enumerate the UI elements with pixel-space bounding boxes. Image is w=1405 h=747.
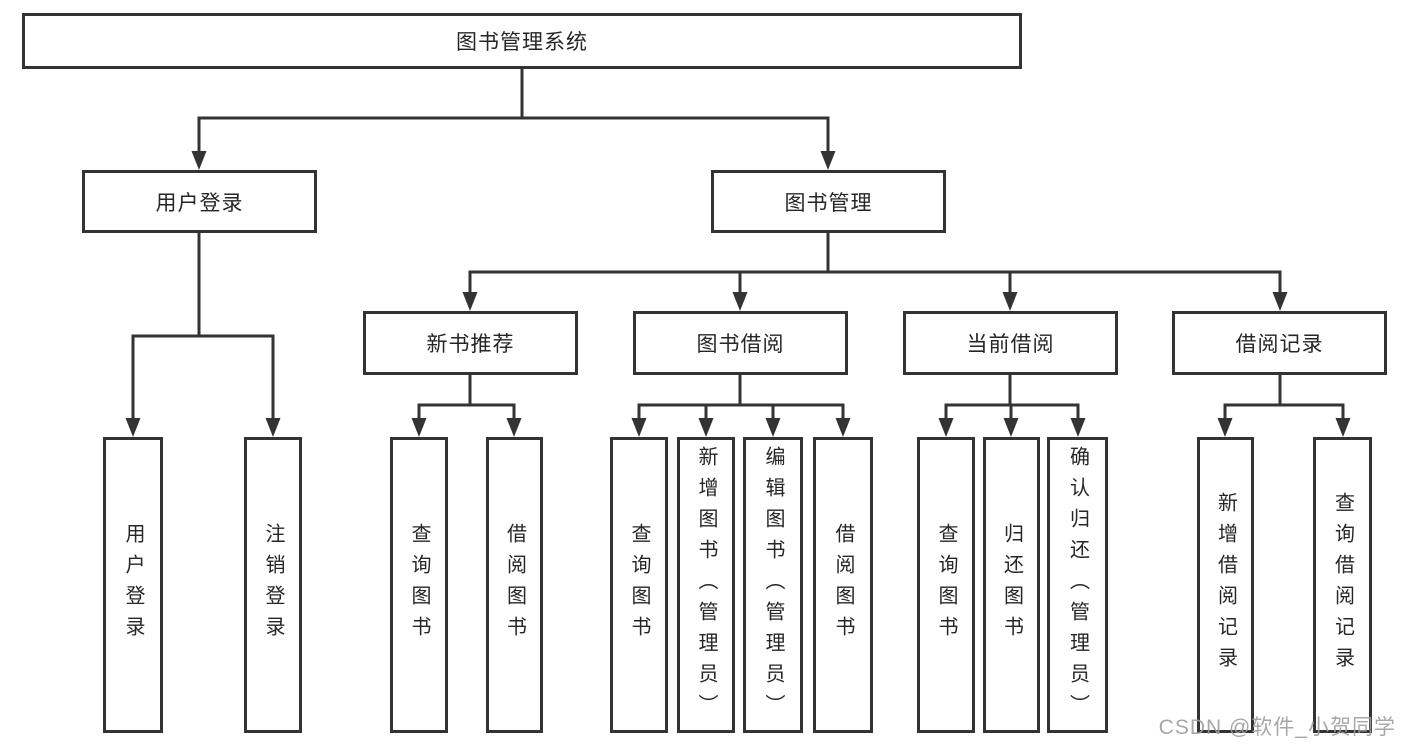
leaf-query-books-borrowing: 查询图书 bbox=[610, 437, 668, 733]
node-borrowing-records: 借阅记录 bbox=[1172, 311, 1387, 375]
leaf-edit-books-admin: 编辑图书（管理员） bbox=[743, 437, 803, 733]
leaf-confirm-return-admin: 确认归还（管理员） bbox=[1047, 437, 1108, 733]
leaf-user-login: 用户登录 bbox=[103, 437, 163, 733]
node-label: 新书推荐 bbox=[426, 333, 515, 356]
node-label: 注销登录 bbox=[262, 523, 284, 647]
node-label: 查询借阅记录 bbox=[1331, 492, 1354, 678]
node-user-login: 用户登录 bbox=[82, 170, 317, 233]
node-label: 新增图书（管理员） bbox=[695, 445, 717, 725]
node-label: 图书借阅 bbox=[696, 333, 785, 356]
leaf-query-borrow-record: 查询借阅记录 bbox=[1313, 437, 1372, 733]
csdn-watermark: CSDN @软件_小贺同学 bbox=[1158, 716, 1396, 739]
leaf-add-borrow-record: 新增借阅记录 bbox=[1197, 437, 1254, 733]
leaf-borrow-books-recommend: 借阅图书 bbox=[486, 437, 543, 733]
leaf-return-books: 归还图书 bbox=[983, 437, 1040, 733]
node-book-management: 图书管理 bbox=[711, 170, 946, 233]
node-label: 用户登录 bbox=[155, 191, 244, 215]
leaf-borrow-books: 借阅图书 bbox=[813, 437, 873, 733]
leaf-add-books-admin: 新增图书（管理员） bbox=[677, 437, 735, 733]
node-label: 确认归还（管理员） bbox=[1066, 445, 1089, 725]
node-current-borrowing: 当前借阅 bbox=[903, 311, 1118, 375]
node-label: 用户登录 bbox=[122, 523, 144, 647]
node-label: 新增借阅记录 bbox=[1214, 492, 1237, 678]
node-book-borrowing: 图书借阅 bbox=[633, 311, 848, 375]
node-label: 查询图书 bbox=[935, 523, 957, 647]
node-label: 归还图书 bbox=[1000, 523, 1023, 647]
node-label: 查询图书 bbox=[408, 523, 430, 647]
node-label: 借阅记录 bbox=[1235, 333, 1324, 356]
node-label: 当前借阅 bbox=[966, 333, 1055, 356]
leaf-query-books-current: 查询图书 bbox=[917, 437, 975, 733]
node-label: 编辑图书（管理员） bbox=[762, 445, 784, 725]
node-label: 图书管理 bbox=[784, 191, 873, 215]
node-label: 图书管理系统 bbox=[456, 31, 588, 54]
node-label: 查询图书 bbox=[628, 523, 650, 647]
node-label: 借阅图书 bbox=[503, 523, 526, 647]
node-root-book-management-system: 图书管理系统 bbox=[22, 13, 1022, 69]
leaf-query-books-recommend: 查询图书 bbox=[390, 437, 448, 733]
node-new-book-recommend: 新书推荐 bbox=[363, 311, 578, 375]
node-label: 借阅图书 bbox=[832, 523, 854, 647]
leaf-logout: 注销登录 bbox=[244, 437, 302, 733]
